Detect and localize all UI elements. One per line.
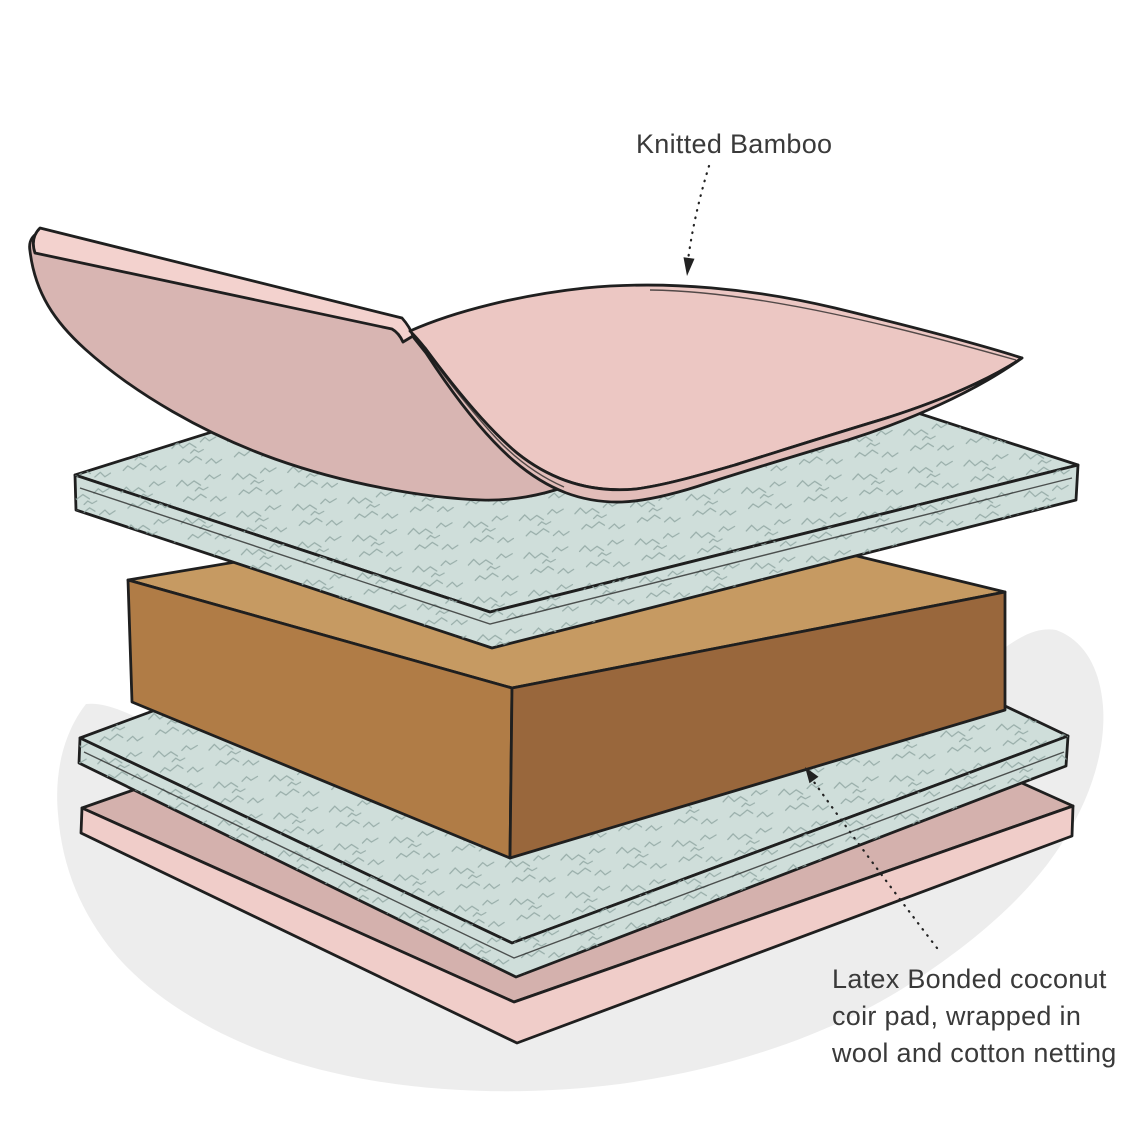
layer-knitted-bamboo: [28, 226, 1024, 504]
coir-pad-right-face: [508, 590, 1007, 860]
coir-pad-arrow-line: [812, 780, 939, 950]
annotation-coir-pad: Latex Bonded coconut coir pad, wrapped i…: [805, 767, 1117, 1068]
base-cover-side-face: [79, 804, 1075, 1045]
coir-pad-label-line-1: Latex Bonded coconut: [832, 964, 1107, 994]
knitted-bamboo-arrowhead-icon: [683, 257, 695, 276]
quilted-lower-stitch-line: [83, 751, 1065, 959]
ground-shadow-blob: [57, 629, 1104, 1092]
bamboo-sheet-edge-band: [31, 226, 415, 344]
bamboo-sheet-front-edge: [412, 336, 1024, 504]
coir-pad-arrowhead-icon: [805, 767, 819, 784]
annotation-knitted-bamboo: Knitted Bamboo: [636, 129, 832, 276]
quilted-upper-stitch-line: [79, 477, 1073, 625]
knitted-bamboo-arrow-line: [686, 164, 711, 262]
quilted-upper-side-texture: [75, 465, 1078, 648]
bamboo-sheet-back-edge-line: [649, 289, 1017, 361]
coir-pad-label-line-3: wool and cotton netting: [831, 1038, 1117, 1068]
quilted-lower-side-texture: [79, 736, 1068, 977]
coir-pad-label-line-2: coir pad, wrapped in: [832, 1001, 1081, 1031]
knitted-bamboo-label: Knitted Bamboo: [636, 129, 832, 159]
bamboo-sheet-fold-line: [412, 333, 565, 488]
